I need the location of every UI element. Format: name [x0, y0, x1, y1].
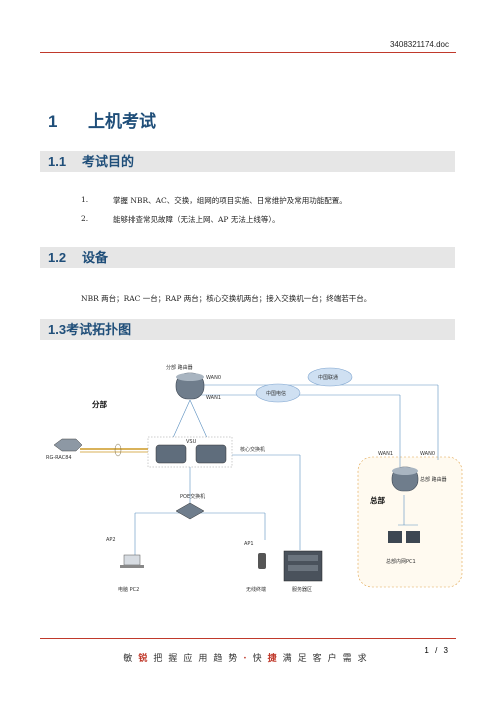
- server-label: 服务器区: [292, 586, 312, 593]
- ap1-label: AP1: [244, 541, 254, 547]
- hq-router-icon-top: [392, 467, 418, 475]
- laptop-icon: [123, 554, 141, 566]
- poe-switch-icon: [175, 502, 205, 520]
- rac-icon: [53, 438, 83, 452]
- wan0-label: WAN0: [206, 375, 221, 381]
- slogan-highlight: 锐: [138, 654, 154, 664]
- poe-switch-label: POE交换机: [180, 493, 205, 500]
- pc-icon: [388, 531, 402, 543]
- hq-wan0-label: WAN0: [420, 451, 435, 457]
- server-slot: [288, 565, 318, 571]
- vsu-label: VSU: [186, 439, 197, 445]
- section-title: 设备: [82, 251, 109, 266]
- core-switch-icon: [195, 444, 227, 464]
- list-number: 2.: [81, 214, 89, 223]
- slogan-highlight: 捷: [267, 654, 283, 664]
- ap2-label: AP2: [106, 537, 116, 543]
- footer-slogan: 敏锐把握应用趋势·快捷满足客户需求: [0, 651, 496, 664]
- phone-icon: [258, 553, 266, 569]
- list-number: 1.: [81, 195, 89, 204]
- section-title: 考试拓扑图: [66, 323, 132, 338]
- hq-pc-label: 总部内网PC1: [386, 558, 416, 565]
- chapter-number: 1: [48, 112, 58, 131]
- slogan-part: 敏: [123, 654, 139, 664]
- pc-icon: [406, 531, 420, 543]
- wan1-label: WAN1: [206, 395, 221, 401]
- section-heading-1-1: 1.1 考试目的: [48, 151, 134, 173]
- topology-diagram: 中国联通 中国电信 分部 路由器 WAN0 WAN1 分部 VSU 核心交换机 …: [46, 364, 463, 593]
- section-heading-1-3: 1.3考试拓扑图: [48, 319, 131, 341]
- section-number: 1.1: [48, 154, 67, 169]
- branch-title: 分部: [92, 399, 107, 409]
- cloud-unicom-label: 中国联通: [318, 374, 338, 381]
- section-band-2: [40, 247, 455, 268]
- cloud-telecom-icon: [255, 383, 301, 403]
- wireless-label: 无线终端: [246, 586, 266, 593]
- hq-title: 总部: [370, 495, 385, 505]
- page-number: 1 / 3: [424, 646, 450, 655]
- chapter-title: 上机考试: [88, 112, 156, 132]
- core-switch-label: 核心交换机: [240, 446, 265, 453]
- slogan-part: 把握应用趋势: [153, 654, 244, 664]
- laptop-base: [120, 565, 144, 568]
- cloud-unicom-icon: [307, 367, 353, 387]
- slogan-part: 快: [252, 654, 268, 664]
- server-slot: [288, 555, 318, 561]
- equipment-paragraph: NBR 两台；RAC 一台；RAP 两台；核心交换机两台；接入交换机一台；终端若…: [81, 294, 372, 303]
- hq-router-label: 总部 路由器: [420, 476, 447, 483]
- slogan-part: 满足客户需求: [282, 654, 373, 664]
- router-icon-top: [176, 373, 204, 381]
- section-number: 1.3: [48, 322, 67, 337]
- header-filename: 3408321174.doc: [389, 40, 449, 49]
- pc2-label: 电脑 PC2: [118, 586, 139, 593]
- section-heading-1-2: 1.2 设备: [48, 247, 108, 269]
- hq-area: [357, 456, 463, 588]
- list-text: 掌握 NBR、AC、交换，组网的项目实施、日常维护及常用功能配置。: [113, 196, 347, 205]
- slogan-dot: ·: [243, 654, 253, 664]
- rac-label: RG-RAC84: [46, 455, 72, 461]
- hq-wan1-label: WAN1: [378, 451, 393, 457]
- aggregation-mark: [114, 443, 122, 457]
- section-title: 考试目的: [82, 155, 135, 170]
- links: [134, 384, 439, 555]
- footer-divider: [40, 638, 456, 639]
- list-text: 能够排查常见故障（无法上网、AP 无法上线等）。: [113, 215, 280, 224]
- section-band-1: [40, 151, 455, 172]
- chapter-heading: 1 上机考试: [48, 107, 156, 132]
- cloud-telecom-label: 中国电信: [266, 390, 286, 397]
- header-divider: [40, 52, 456, 53]
- section-number: 1.2: [48, 250, 67, 265]
- branch-router-label: 分部 路由器: [166, 364, 193, 371]
- core-switch-icon: [155, 444, 187, 464]
- section-band-3: [40, 319, 455, 340]
